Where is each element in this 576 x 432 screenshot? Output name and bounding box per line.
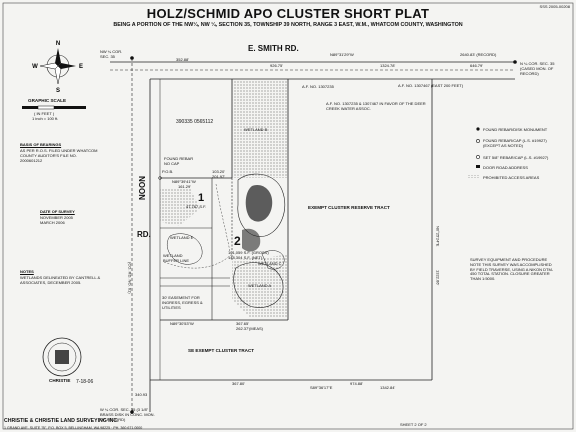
ne-corner-label: N ¼ COR. SEC. 35 (CASED MON. OF RECORD) xyxy=(520,61,555,76)
legend-item: DOOR ROAD ADDRESS xyxy=(483,165,528,170)
prohibited-access-area-south xyxy=(232,255,288,318)
water-easement-note: A.F. NO. 1307235 & 1307467 IN FAVOR OF T… xyxy=(326,101,426,111)
company-name: CHRISTIE & CHRISTIE LAND SURVEYING INC. xyxy=(4,418,119,424)
survey-equipment-note: SURVEY EQUIPMENT AND PROCEDURE NOTE THIS… xyxy=(470,257,554,282)
svg-text:W: W xyxy=(32,64,38,70)
lot-south-length: 367.65' xyxy=(236,321,249,326)
lot-south-bearing: N89°30'53"W xyxy=(170,321,194,326)
wetland-buffer-label: WETLAND BUFFER LINE xyxy=(163,253,190,263)
seal-date: 7-18-06 xyxy=(76,379,94,385)
svg-text:N: N xyxy=(56,41,60,47)
north-total: 2640.83' (RECORD) xyxy=(460,52,497,57)
lot-2-top-dim: 103.20' xyxy=(212,169,225,174)
north-bearing: N89°31'29"W xyxy=(330,52,354,57)
se-exempt-tract-label: SE EXEMPT CLUSTER TRACT xyxy=(188,348,255,353)
pob-label: P.O.B. xyxy=(162,169,174,174)
date-survey-title: DATE OF SURVEY xyxy=(40,209,75,214)
svg-text:E: E xyxy=(79,64,83,70)
sw-corner-label: W ¼ COR. SEC. 35 (3 1/8" BRASS DISK IN C… xyxy=(100,407,155,422)
west-bottom-dim: 340.93 xyxy=(135,392,148,397)
nw-corner-label: NW ¼ COR. SEC. 35 xyxy=(100,49,123,59)
legend-symbols xyxy=(468,127,480,178)
wetland-b-outline xyxy=(237,173,286,237)
plat-subtitle: BEING A PORTION OF THE NW¼, NW ¼, SECTIO… xyxy=(113,22,463,28)
graphic-scale-title: GRAPHIC SCALE xyxy=(28,98,67,103)
smith-road-label: E. SMITH RD. xyxy=(248,44,299,53)
legend-item: FOUND REBAR/DISK MONUMENT xyxy=(483,127,548,132)
north-seg-3: 1324.78' xyxy=(380,63,396,68)
noon-road-number: (CO. RD. NO. 61) xyxy=(127,262,133,294)
sheet-number: SHEET 2 OF 2 xyxy=(400,422,427,427)
wetland-b-label: WETLAND B xyxy=(244,127,268,132)
south-dim-left: 367.80' xyxy=(232,381,245,386)
plat-title: HOLZ/SCHMID APO CLUSTER SHORT PLAT xyxy=(146,6,430,21)
north-arrow-icon: N S W E xyxy=(32,41,83,94)
lot-1-number: 1 xyxy=(198,192,205,204)
notes-title: NOTES xyxy=(20,269,34,274)
exempt-reserve-tract-label: EXEMPT CLUSTER RESERVE TRACT xyxy=(308,205,390,210)
graphic-scale-ratio: 1 inch = 100 ft. xyxy=(32,116,59,121)
graphic-scale-unit: ( IN FEET ) xyxy=(34,111,55,116)
ingress-easement-label: 30' EASEMENT FOR INGRESS, EGRESS & UTILI… xyxy=(162,295,203,310)
wetland-a-label: WETLAND A xyxy=(248,283,272,288)
lot-2-area-net: 148,304 S.F. (NET) xyxy=(228,255,263,260)
graphic-scale-bar xyxy=(22,105,86,110)
basis-bearings-title: BASIS OF BEARINGS xyxy=(20,142,62,147)
parcel-number: 390335 0565112 xyxy=(176,119,214,125)
basis-bearings-text: AS PER R.O.S. FILED UNDER WHATCOM COUNTY… xyxy=(20,148,98,163)
north-seg-4: 646.79' xyxy=(470,63,483,68)
lot-1-area: 47,767 S.F. xyxy=(186,204,207,209)
noon-road-rd-label: RD. xyxy=(137,230,151,239)
af-label-2: A.F. NO. 1307467 (EAST 200 FEET) xyxy=(398,83,464,88)
lot-2-area-gross: 101,059 S.F. (GROSS) xyxy=(228,250,269,255)
seal-name: CHRISTIE xyxy=(49,378,71,383)
lot-north-bearing: N89°39'41"W xyxy=(172,179,196,184)
legend-item: FOUND REBAR/CAP (L.S. #19927) (EXCEPT AS… xyxy=(483,138,547,148)
north-seg-1: 352.88' xyxy=(176,57,189,62)
lot-north-length: 161.29' xyxy=(178,184,191,189)
lot-2-number: 2 xyxy=(234,234,241,248)
prohibited-access-area-north xyxy=(232,80,288,178)
date-survey-line-1: NOVEMBER 2005 xyxy=(40,215,73,220)
noon-road-label: NOON xyxy=(137,176,146,200)
south-bearing: S89°36'17"E xyxy=(310,385,333,390)
lot-2-top-dim-b: 201.97' xyxy=(212,174,225,179)
wetland-a-outline xyxy=(233,262,284,308)
notes-text: WETLANDS DELINEATED BY CANTRELL & ASSOCI… xyxy=(20,275,101,285)
svg-text:S: S xyxy=(56,88,60,94)
af-label-1: A.F. NO. 1307235 xyxy=(302,84,334,89)
east-length: 1322.66' xyxy=(435,270,441,286)
found-rebar-label: FOUND REBAR NO CAP xyxy=(164,156,194,166)
company-address: 1 GRAND AVE. SUITE "B", P.O. BOX 5, BELL… xyxy=(4,426,143,430)
date-survey-line-2: MARCH 2006 xyxy=(40,220,65,225)
wetland-c-label: WETLAND C xyxy=(258,261,282,266)
wetland-e-outline xyxy=(167,233,203,265)
east-bearing: N0°25'24"E xyxy=(435,226,441,247)
wetland-e-label: WETLAND E xyxy=(170,235,194,240)
north-seg-2: 926.75' xyxy=(270,63,283,68)
south-total: 1342.84' xyxy=(380,385,396,390)
plat-ref-number: SSS 2005-00208 xyxy=(539,4,570,9)
legend-item: SET 5/8" REBAR/CAP (L.S. #19927) xyxy=(483,155,549,160)
legend-item: PROHIBITED ACCESS AREAS xyxy=(483,175,540,180)
south-dim-right: 974.88' xyxy=(350,381,363,386)
lot-south-total: 262.37'(MEAS) xyxy=(236,326,263,331)
surveyor-seal-icon xyxy=(42,337,82,377)
